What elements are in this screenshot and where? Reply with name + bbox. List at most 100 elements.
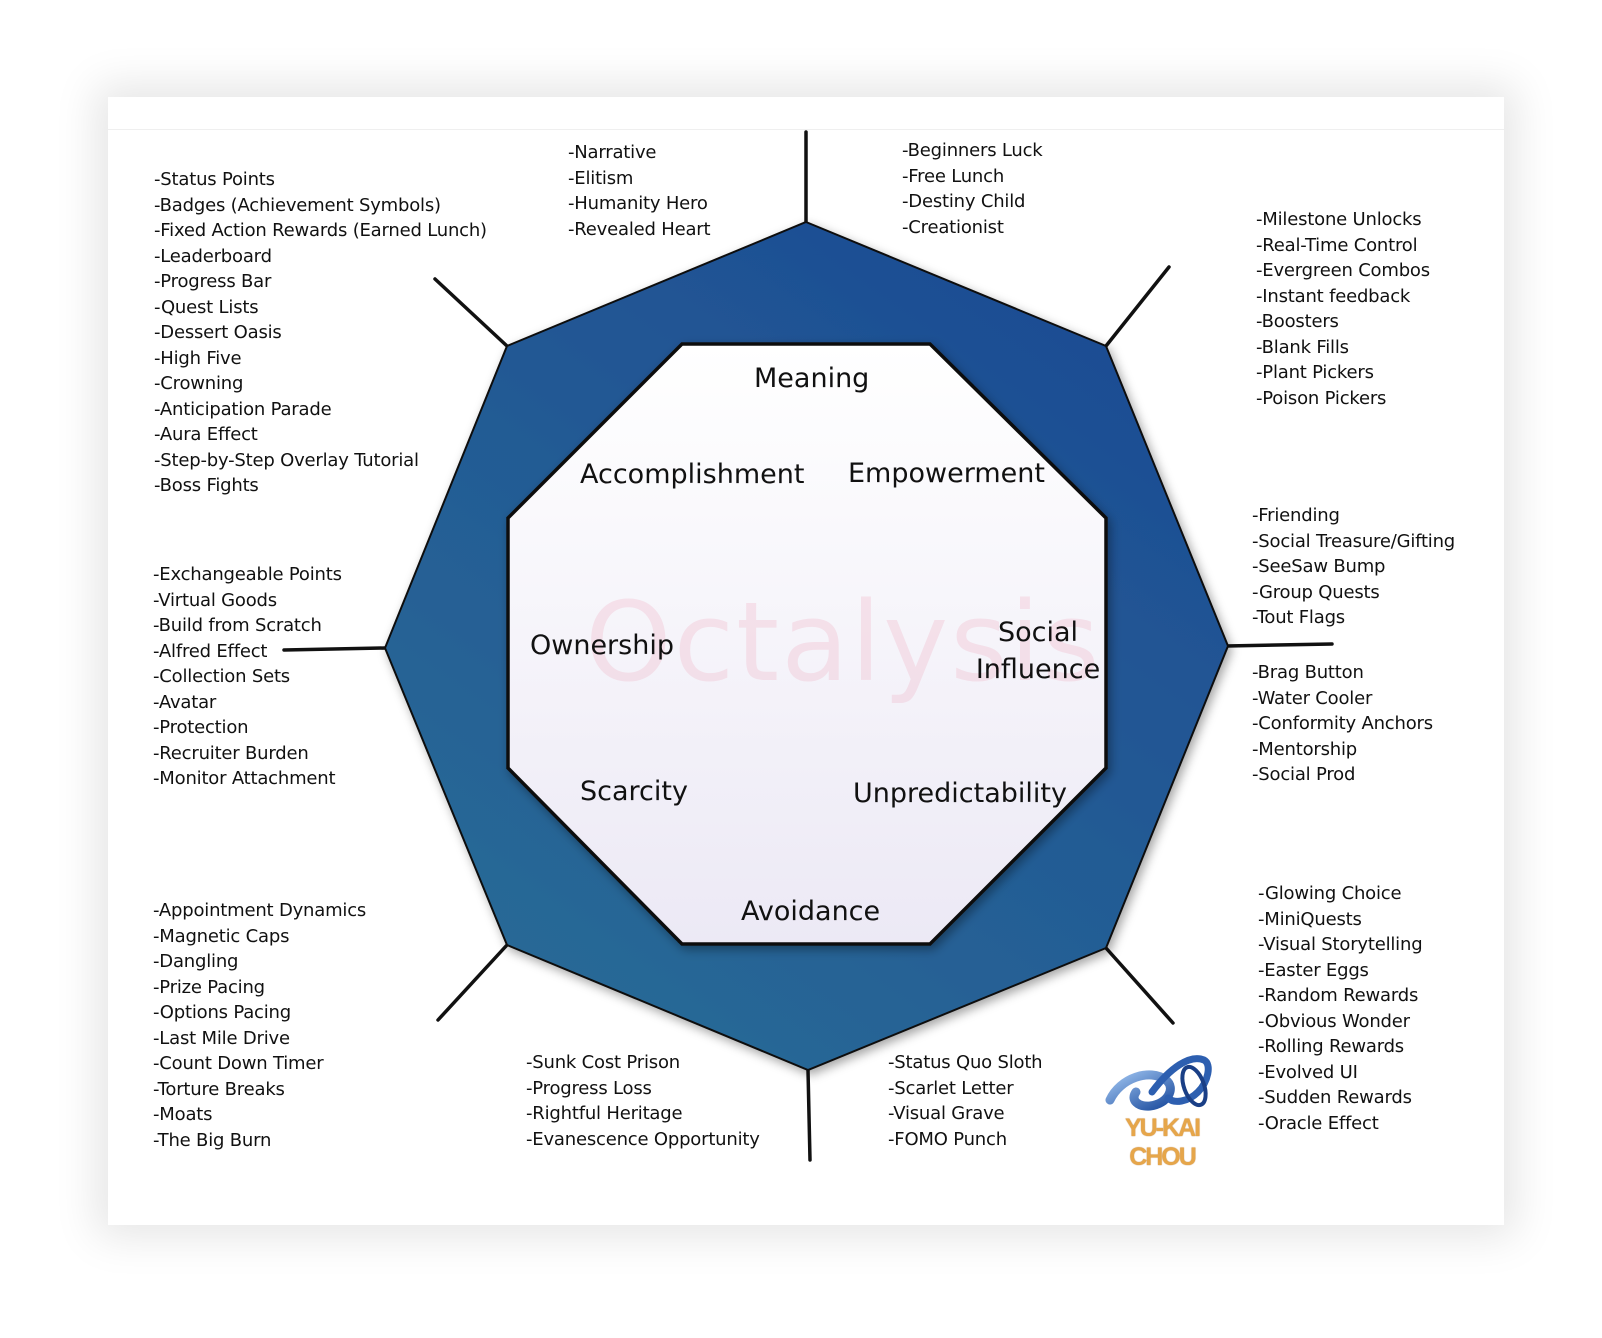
list-item: -Badges (Achievement Symbols) bbox=[154, 194, 441, 216]
list-item: -Destiny Child bbox=[902, 191, 1026, 212]
list-meaning-left: -Narrative -Elitism -Humanity Hero -Reve… bbox=[568, 140, 711, 242]
spoke-empowerment bbox=[1104, 265, 1171, 348]
list-item: -Monitor Attachment bbox=[153, 768, 336, 789]
list-item: -Status Points bbox=[154, 169, 275, 190]
drive-unpredictability: Unpredictability bbox=[853, 778, 1067, 809]
list-item: -Social Treasure/Gifting bbox=[1252, 530, 1456, 552]
list-item: -Oracle Effect bbox=[1258, 1112, 1379, 1134]
list-item: -Poison Pickers bbox=[1256, 387, 1387, 409]
list-social-influence-top: -Friending -Social Treasure/Gifting -See… bbox=[1252, 503, 1455, 631]
drive-accomplishment: Accomplishment bbox=[580, 459, 805, 490]
logo-text: YU-KAI CHOU bbox=[1124, 1114, 1201, 1171]
list-item: -The Big Burn bbox=[153, 1129, 272, 1151]
list-item: -Brag Button bbox=[1252, 662, 1364, 683]
list-item: -SeeSaw Bump bbox=[1252, 556, 1386, 577]
yukai-chou-logo: YU-KAI CHOU bbox=[1090, 1048, 1234, 1171]
spoke-social-influence bbox=[1224, 642, 1334, 648]
list-item: -Conformity Anchors bbox=[1252, 713, 1433, 734]
drive-social-influence: Social Influence bbox=[974, 614, 1102, 688]
list-scarcity: -Appointment Dynamics -Magnetic Caps -Da… bbox=[153, 898, 366, 1153]
list-meaning-right: -Beginners Luck -Free Lunch -Destiny Chi… bbox=[902, 138, 1043, 240]
list-item: -Sunk Cost Prison bbox=[526, 1052, 680, 1073]
drive-social-influence-line1: Social bbox=[997, 617, 1079, 648]
list-item: -Leaderboard bbox=[154, 245, 272, 267]
list-item: -Moats bbox=[153, 1104, 213, 1125]
list-item: -Group Quests bbox=[1252, 581, 1380, 603]
list-item: -Boss Fights bbox=[154, 475, 259, 496]
list-item: -Milestone Unlocks bbox=[1256, 209, 1422, 230]
list-item: -Progress Bar bbox=[154, 271, 272, 292]
connector-lines bbox=[282, 130, 1334, 1162]
list-item: -Evergreen Combos bbox=[1256, 260, 1430, 281]
list-item: -Humanity Hero bbox=[568, 193, 708, 214]
list-item: -High Five bbox=[154, 347, 242, 369]
list-item: -Scarlet Letter bbox=[888, 1077, 1014, 1099]
list-item: -Revealed Heart bbox=[568, 218, 711, 240]
list-item: -FOMO Punch bbox=[888, 1128, 1007, 1150]
list-item: -Glowing Choice bbox=[1258, 883, 1402, 904]
list-accomplishment: -Status Points -Badges (Achievement Symb… bbox=[154, 167, 487, 499]
list-item: -Social Prod bbox=[1252, 764, 1356, 785]
list-item: -Appointment Dynamics bbox=[153, 900, 367, 921]
list-item: -Quest Lists bbox=[154, 296, 259, 318]
list-item: -Narrative bbox=[568, 142, 657, 163]
list-item: -Exchangeable Points bbox=[153, 564, 342, 585]
drive-meaning: Meaning bbox=[754, 363, 870, 394]
drive-empowerment: Empowerment bbox=[848, 458, 1045, 489]
list-item: -Count Down Timer bbox=[153, 1053, 324, 1074]
list-item: -Real-Time Control bbox=[1256, 234, 1418, 256]
list-item: -Mentorship bbox=[1252, 738, 1357, 760]
list-item: -Prize Pacing bbox=[153, 976, 265, 998]
list-item: -Beginners Luck bbox=[902, 140, 1043, 161]
list-item: -Plant Pickers bbox=[1256, 362, 1374, 383]
octalysis-watermark: Octalysis bbox=[585, 578, 1102, 706]
list-item: -Build from Scratch bbox=[153, 615, 322, 636]
spoke-avoidance bbox=[806, 1068, 812, 1162]
list-item: -Water Cooler bbox=[1252, 687, 1373, 709]
list-item: -Crowning bbox=[154, 373, 244, 394]
list-item: -Sudden Rewards bbox=[1258, 1087, 1412, 1108]
list-item: -MiniQuests bbox=[1258, 908, 1362, 930]
list-item: -Visual Storytelling bbox=[1258, 934, 1423, 955]
inner-octagon bbox=[506, 342, 1108, 946]
list-item: -Recruiter Burden bbox=[153, 742, 309, 764]
spoke-accomplishment bbox=[433, 277, 509, 348]
drive-social-influence-line2: Influence bbox=[975, 654, 1101, 685]
list-item: -Avatar bbox=[153, 691, 217, 713]
spoke-unpredictability bbox=[1104, 946, 1175, 1025]
list-item: -Virtual Goods bbox=[153, 589, 277, 611]
list-unpredictability: -Glowing Choice -MiniQuests -Visual Stor… bbox=[1258, 881, 1423, 1136]
list-item: -Rolling Rewards bbox=[1258, 1036, 1404, 1057]
list-item: -Boosters bbox=[1256, 311, 1339, 332]
list-item: -Anticipation Parade bbox=[154, 398, 332, 420]
drive-avoidance: Avoidance bbox=[741, 896, 881, 927]
list-item: -Dessert Oasis bbox=[154, 322, 282, 343]
list-item: -Evolved UI bbox=[1258, 1061, 1358, 1083]
list-item: -Evanescence Opportunity bbox=[526, 1128, 760, 1150]
list-avoidance-right: -Status Quo Sloth -Scarlet Letter -Visua… bbox=[888, 1050, 1043, 1152]
list-avoidance-left: -Sunk Cost Prison -Progress Loss -Rightf… bbox=[526, 1050, 760, 1152]
list-empowerment: -Milestone Unlocks -Real-Time Control -E… bbox=[1256, 207, 1430, 411]
list-item: -Torture Breaks bbox=[153, 1078, 285, 1100]
list-item: -Creationist bbox=[902, 216, 1004, 238]
list-item: -Options Pacing bbox=[153, 1002, 291, 1023]
list-item: -Dangling bbox=[153, 951, 239, 972]
drive-scarcity: Scarcity bbox=[580, 776, 688, 807]
list-item: -Rightful Heritage bbox=[526, 1103, 683, 1124]
list-item: -Status Quo Sloth bbox=[888, 1052, 1043, 1073]
drive-ownership: Ownership bbox=[530, 630, 674, 661]
list-item: -Elitism bbox=[568, 167, 634, 189]
list-social-influence-bottom: -Brag Button -Water Cooler -Conformity A… bbox=[1252, 660, 1433, 788]
list-item: -Random Rewards bbox=[1258, 985, 1419, 1006]
list-item: -Fixed Action Rewards (Earned Lunch) bbox=[154, 220, 487, 241]
spoke-ownership bbox=[282, 646, 387, 652]
list-item: -Visual Grave bbox=[888, 1103, 1005, 1124]
list-item: -Instant feedback bbox=[1256, 285, 1411, 307]
list-item: -Blank Fills bbox=[1256, 336, 1349, 358]
list-item: -Step-by-Step Overlay Tutorial bbox=[154, 449, 419, 471]
list-item: -Aura Effect bbox=[154, 424, 258, 445]
list-ownership: -Exchangeable Points -Virtual Goods -Bui… bbox=[153, 562, 342, 792]
card-top-divider bbox=[108, 129, 1504, 130]
spoke-scarcity bbox=[436, 943, 509, 1022]
